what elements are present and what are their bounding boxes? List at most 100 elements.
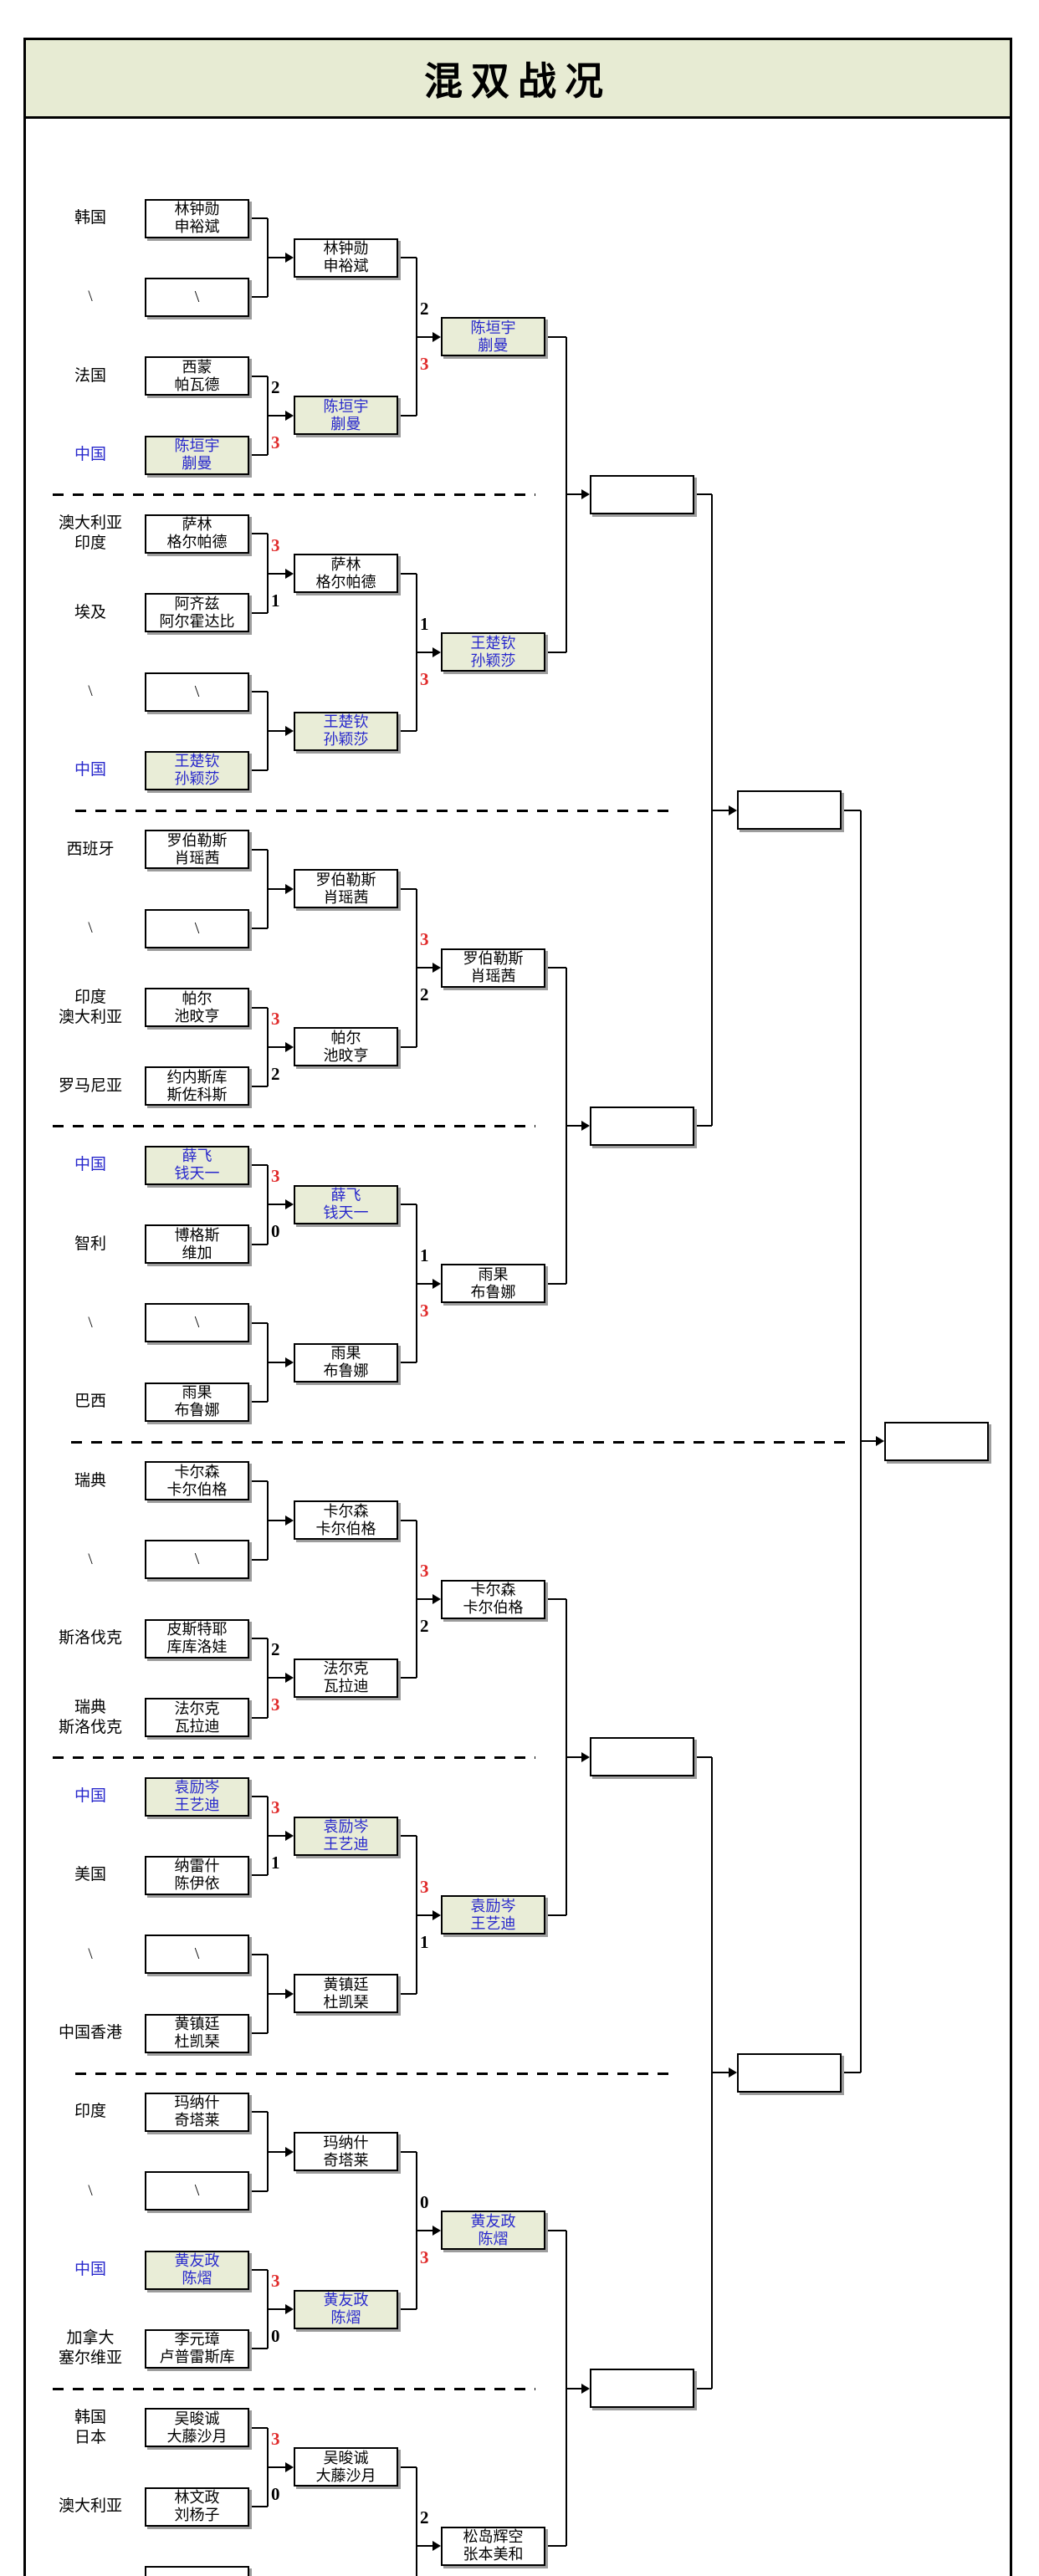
country-name: 印度 [74,2103,106,2121]
connector-line [268,2466,285,2468]
player-name: 申裕斌 [323,258,369,275]
match-score: 2 [271,1063,280,1084]
connector-line [249,928,268,930]
connector-line [398,1677,417,1679]
arrowhead-icon [285,1515,294,1526]
country-label: 中国 [28,1786,153,1807]
match-score: 2 [420,1616,429,1637]
bye-mark: \ [194,1313,200,1332]
connector-line [417,651,432,653]
country-label: 印度澳大利亚 [28,988,153,1028]
connector-line [566,1125,581,1127]
match-score: 3 [271,1166,280,1187]
connector-line [249,1243,268,1245]
connector-line [268,1204,285,1206]
connector-line [249,2032,268,2035]
connector-line [249,1480,268,1482]
connector-line [417,967,432,969]
bye-mark: \ [194,918,200,938]
entry-box: 帕尔池旼亨 [145,988,249,1027]
match-score: 1 [420,1931,429,1952]
arrowhead-icon [285,883,294,894]
player-name: 林钟勋 [323,240,369,258]
country-name: \ [88,682,93,701]
connector-line [398,257,417,259]
round3-winner-box: 卡尔森卡尔伯格 [441,1579,545,1619]
player-name: 斯佐科斯 [166,1086,228,1103]
arrowhead-icon [432,2225,441,2236]
country-name: 中国 [74,1156,106,1174]
country-name: 瑞典 [74,1471,106,1490]
round2-winner-box: 黄镇廷杜凯琹 [294,1974,398,2014]
player-name: 杜凯琹 [174,2033,220,2051]
match-score: 2 [420,984,429,1005]
arrowhead-icon [285,1041,294,1052]
entry-box: 林钟勋申裕斌 [145,198,249,238]
arrowhead-icon [285,410,294,421]
round2-winner-box: 黄友政陈熠 [294,2289,398,2329]
player-name: 蒯曼 [182,455,212,473]
bye-mark: \ [194,287,200,306]
connector-line [417,1914,432,1916]
connector-line [249,611,268,614]
country-label: 中国 [28,445,153,465]
player-name: 王楚钦 [174,753,220,770]
arrowhead-icon [285,726,294,737]
player-name: 王艺迪 [470,1914,516,1932]
match-score: 2 [271,1639,280,1660]
connector-line [566,2387,581,2389]
connector-line [249,691,268,693]
country-name: 加拿大 [66,2329,115,2348]
connector-line [249,2506,268,2508]
connector-line [398,730,417,733]
match-score: 0 [271,2483,280,2504]
entry-box: 玛纳什奇塔莱 [145,2092,249,2132]
entry-box: 李元璋卢普雷斯库 [145,2328,249,2369]
arrowhead-icon [285,1673,294,1684]
connector-line [398,1204,417,1206]
connector-line [249,1953,268,1955]
country-label: \ [28,287,153,307]
country-name: 罗马尼亚 [58,1076,122,1095]
connector-line [694,1125,712,1127]
player-name: 格尔帕德 [166,534,228,551]
country-label: 斯洛伐克 [28,1628,153,1648]
arrowhead-icon [432,963,441,974]
player-name: 玛纳什 [323,2134,369,2151]
connector-line [545,967,566,969]
country-name: 法国 [74,366,106,385]
country-name: \ [88,1550,93,1568]
country-label: 中国 [28,1155,153,1175]
player-name: 卡尔森 [470,1582,516,1599]
connector-line [545,1282,566,1285]
connector-line [249,2426,268,2429]
entry-box: 黄友政陈熠 [145,2250,249,2290]
player-name: 皮斯特耶 [166,1621,228,1638]
connector-line [249,2269,268,2272]
player-name: 帕尔 [330,1029,361,1046]
player-name: 卡尔森 [323,1502,369,1520]
player-name: 奇塔莱 [174,2112,220,2129]
arrowhead-icon [285,2461,294,2472]
country-name: 印度 [74,988,106,1006]
entry-box: 卡尔森卡尔伯格 [145,1461,249,1501]
player-name: 陈垣宇 [323,397,369,415]
arrowhead-icon [285,253,294,263]
connector-line [268,1519,285,1521]
dashed-separator [53,493,535,496]
player-name: 阿尔霍达比 [159,612,235,630]
round2-winner-box: 王楚钦孙颖莎 [294,711,398,751]
connector-line [268,730,285,733]
quarterfinal-winner-box [590,474,694,514]
round3-winner-box: 罗伯勒斯肖瑶茜 [441,948,545,988]
match-score: 3 [420,929,429,950]
country-label: \ [28,1945,153,1965]
connector-line [268,2150,285,2153]
player-name: 西蒙 [182,358,212,376]
entry-box: 皮斯特耶库库洛娃 [145,1618,249,1659]
arrowhead-icon [876,1436,884,1447]
arrowhead-icon [432,331,441,342]
player-name: 萨林 [330,555,361,573]
country-label: \ [28,918,153,938]
